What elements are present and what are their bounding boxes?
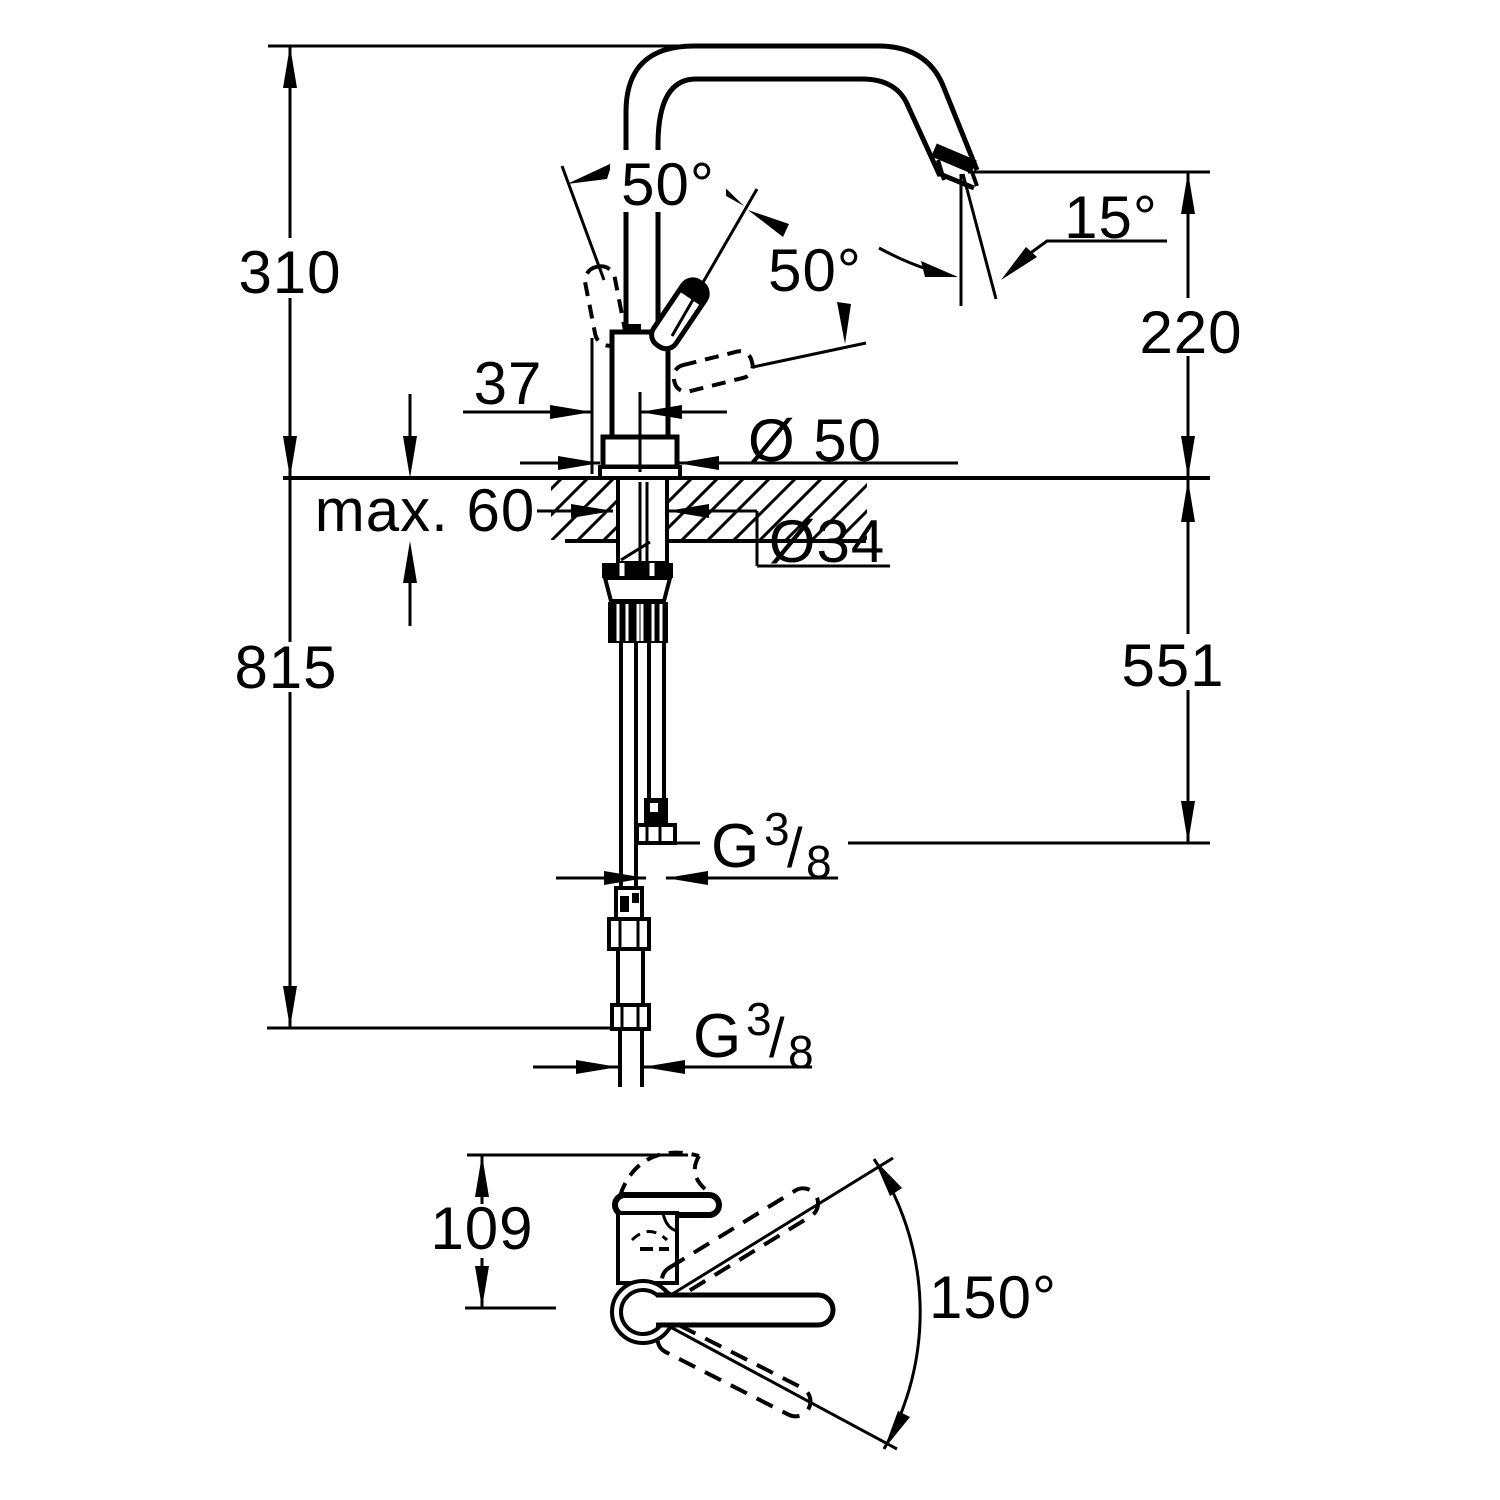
plan-swivel-spout-dashed-down [655, 1321, 813, 1419]
dimension-lines-front [267, 44, 1210, 1069]
dim-310-label: 310 [238, 239, 341, 306]
front-view [267, 43, 1210, 1087]
handle-dashed-down [671, 349, 755, 394]
thread-g38-lower-label: G 3 / 8 [693, 993, 814, 1078]
plan-view [465, 1150, 922, 1451]
hose-end-fitting-right [635, 798, 677, 845]
angle-50-lower-label: 50° [768, 237, 862, 304]
supply-hoses [619, 643, 666, 888]
hose-end-fitting-left [607, 886, 651, 1087]
dim-37-label: 37 [474, 350, 543, 417]
plan-spout [656, 1292, 836, 1328]
angle-15-label: 15° [1064, 184, 1158, 251]
stabilizing-cone [602, 576, 673, 603]
dim-max-60-label: max. 60 [315, 477, 535, 544]
swivel-arc [872, 1158, 922, 1450]
plan-swivel-spout-dashed-up [659, 1186, 821, 1298]
angle-150-label: 150° [929, 1264, 1057, 1331]
handle-stem [623, 324, 641, 333]
arrowheads-plan [475, 1155, 910, 1449]
labels: 310 815 50° 50° 15° 220 37 Ø 50 max. 60 … [234, 150, 1242, 1331]
dim-220-label: 220 [1139, 299, 1242, 366]
dim-551-label: 551 [1121, 632, 1224, 699]
dim-diameter-50-label: Ø 50 [748, 407, 882, 474]
angle-50-upper-label: 50° [621, 151, 715, 218]
dim-diameter-34-label: Ø34 [769, 508, 885, 575]
threaded-shank [616, 476, 669, 565]
mounting-nut-ribs [616, 604, 663, 641]
undercounter-assembly [602, 476, 677, 1087]
dim-815-label: 815 [234, 634, 337, 701]
aerator-tip [931, 143, 979, 191]
horseshoe-washer [602, 563, 673, 578]
plan-faucet [610, 1150, 836, 1419]
thread-g38-upper-label: G 3 / 8 [711, 803, 832, 888]
dim-109-label: 109 [430, 1195, 533, 1262]
